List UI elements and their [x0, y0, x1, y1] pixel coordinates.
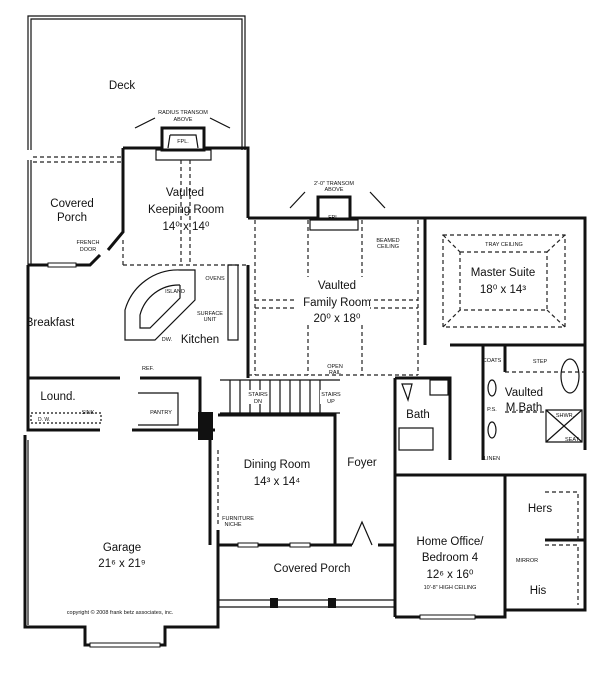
room-label-his: His: [530, 585, 547, 597]
note-dishwasher: DW.: [162, 337, 173, 343]
room-dim-master: 18⁰ x 14³: [480, 284, 526, 296]
room-label-family-vaulted: Vaulted: [318, 280, 356, 292]
note-beamed-ceiling: CEILING: [377, 244, 399, 250]
note-radius-transom-above: ABOVE: [174, 117, 193, 123]
note-pantry: PANTRY: [150, 410, 172, 416]
room-label-covered: Covered: [50, 198, 93, 210]
stairs: STAIRS DN STAIRS UP: [220, 379, 342, 414]
note-ps: P.S.: [487, 407, 497, 413]
note-ref: REF.: [142, 366, 154, 372]
note-fireplace-family: FPL.: [328, 215, 340, 221]
copyright-text: copyright © 2008 frank betz associates, …: [67, 609, 174, 616]
closets: Hers His MIRROR: [505, 473, 587, 612]
room-label-keeping-vaulted: Vaulted: [166, 187, 204, 199]
note-transom-above: ABOVE: [325, 187, 344, 193]
master-bath: COATS STEP P.S. Vaulted M.Bath SHWR. SEA…: [481, 345, 585, 462]
bath: Bath: [393, 376, 452, 617]
room-label-mbath-vaulted: Vaulted: [505, 387, 543, 399]
note-stairs-down: STAIRS: [248, 392, 268, 398]
garage: Garage 21⁶ x 21⁹ copyright © 2008 frank …: [23, 435, 220, 648]
note-sink: SINK: [82, 410, 95, 416]
room-label-hers: Hers: [528, 503, 553, 515]
note-step: STEP: [533, 359, 548, 365]
note-shower: SHWR.: [556, 413, 575, 419]
note-ovens: OVENS: [205, 276, 225, 282]
room-label-bedroom-4: Bedroom 4: [422, 552, 479, 564]
room-label-home-office: Home Office/: [417, 536, 485, 548]
note-radius-transom: RADIUS TRANSOM: [158, 110, 208, 116]
note-beamed: BEAMED: [376, 238, 399, 244]
note-high-ceiling: 10'-8" HIGH CEILING: [424, 585, 477, 591]
room-dim-garage: 21⁶ x 21⁹: [98, 558, 145, 570]
note-stairs-up-2: UP: [327, 399, 335, 405]
note-tray-ceiling: TRAY CEILING: [485, 242, 523, 248]
room-label-family-room: Family Room: [303, 297, 371, 309]
room-label-covered-porch: Covered Porch: [274, 563, 351, 575]
room-label-keeping-room: Keeping Room: [148, 204, 224, 216]
room-dim-dining: 14³ x 14⁴: [254, 476, 301, 488]
note-surface-unit: UNIT: [204, 317, 217, 323]
foyer: Foyer: [335, 457, 395, 547]
room-label-breakfast: Breakfast: [26, 317, 75, 329]
note-linen: LINEN: [484, 456, 500, 462]
note-furniture: FURNITURE: [222, 516, 254, 522]
room-label-bath: Bath: [406, 409, 430, 421]
note-dryer-washer: D. W.: [38, 417, 50, 423]
note-open-rail-2: RAIL: [329, 370, 341, 376]
note-stairs-up: STAIRS: [321, 392, 341, 398]
room-label-foyer: Foyer: [347, 457, 377, 469]
note-seat: SEAT: [565, 437, 580, 443]
note-stairs-dn: DN: [254, 399, 262, 405]
note-niche: NICHE: [224, 522, 241, 528]
dining-room: Dining Room 14³ x 14⁴ FURNITURE NICHE: [208, 413, 337, 548]
room-label-master-suite: Master Suite: [471, 267, 536, 279]
room-label-dining: Dining Room: [244, 459, 310, 471]
room-label-kitchen: Kitchen: [181, 334, 219, 346]
room-dim-family: 20⁰ x 18⁰: [314, 313, 361, 325]
room-dim-keeping: 14⁰ x 14⁰: [163, 221, 210, 233]
deck: Deck: [27, 15, 246, 163]
rear-covered-porch: Covered Porch FRENCH DOOR: [27, 160, 100, 265]
note-island: ISLAND: [165, 289, 185, 295]
keeping-room: RADIUS TRANSOM ABOVE FPL. Vaulted Keepin…: [106, 110, 250, 266]
note-french-door-2: DOOR: [80, 247, 97, 253]
note-french-door: FRENCH: [77, 240, 100, 246]
note-fireplace: FPL.: [177, 139, 189, 145]
room-dim-office: 12⁶ x 16⁰: [426, 569, 473, 581]
master-suite: TRAY CEILING Master Suite 18⁰ x 14³: [423, 216, 587, 450]
note-surface: SURFACE: [197, 311, 223, 317]
note-mirror: MIRROR: [516, 558, 538, 564]
note-coats: COATS: [483, 358, 502, 364]
room-label-laundry: Lound.: [40, 391, 75, 403]
room-label-mbath: M.Bath: [506, 402, 542, 414]
family-room: 2'-0" TRANSOM ABOVE FPL. BEAMED CEILING …: [248, 181, 425, 376]
home-office: Home Office/ Bedroom 4 12⁶ x 16⁰ 10'-8" …: [395, 473, 507, 620]
front-covered-porch: Covered Porch: [218, 563, 395, 608]
kitchen-breakfast: Breakfast Kitchen ISLAND OVENS SURFACE U…: [26, 253, 250, 378]
room-label-deck: Deck: [109, 80, 135, 92]
note-transom: 2'-0" TRANSOM: [314, 181, 354, 187]
room-label-porch: Porch: [57, 212, 87, 224]
room-label-garage: Garage: [103, 542, 141, 554]
note-open-rail: OPEN: [327, 364, 343, 370]
